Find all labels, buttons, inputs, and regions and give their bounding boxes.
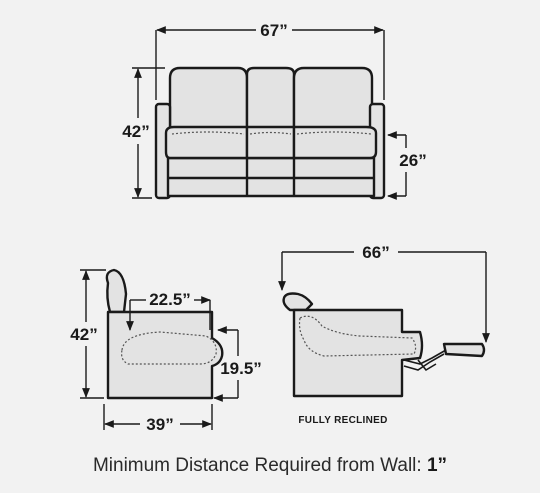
width-label: 67”	[260, 21, 287, 40]
wall-distance-note: Minimum Distance Required from Wall: 1”	[0, 455, 540, 477]
seat-cushion-left	[164, 125, 249, 160]
side-depth-label: 39”	[146, 415, 173, 434]
sofa-side-view	[105, 268, 224, 400]
front-dimension-lines	[132, 26, 407, 200]
wall-distance-value: 1”	[426, 455, 448, 476]
back-cushion-middle	[245, 66, 296, 130]
reclined-length-label: 66”	[362, 243, 389, 262]
seat-depth-label: 22.5”	[149, 290, 191, 309]
sofa-front-view	[154, 66, 386, 200]
recline-mechanism	[403, 349, 447, 372]
side-stitching	[121, 331, 217, 365]
sofa-reclined-view	[282, 292, 486, 398]
back-cushion-right	[292, 66, 374, 130]
seat-cushion-middle	[245, 125, 296, 160]
side-dimension-lines	[80, 269, 239, 430]
seat-cushion-right	[292, 125, 378, 160]
seat-height-label: 19.5”	[220, 359, 262, 378]
seat-stitching	[171, 131, 372, 135]
reclined-caption: FULLY RECLINED	[298, 415, 387, 426]
reclined-dimension-lines	[278, 251, 490, 343]
arm-height-label: 26”	[399, 151, 426, 170]
wall-distance-text: Minimum Distance Required from Wall:	[92, 455, 422, 476]
back-height-label: 42”	[122, 122, 149, 141]
reclined-stitching	[298, 315, 417, 357]
side-body	[106, 310, 224, 400]
side-height-label: 42”	[70, 325, 97, 344]
reclined-body	[292, 308, 424, 398]
side-back-cushion	[105, 268, 128, 314]
reclined-headrest	[282, 292, 314, 312]
reclined-footrest	[442, 342, 486, 358]
back-cushion-left	[168, 66, 249, 130]
